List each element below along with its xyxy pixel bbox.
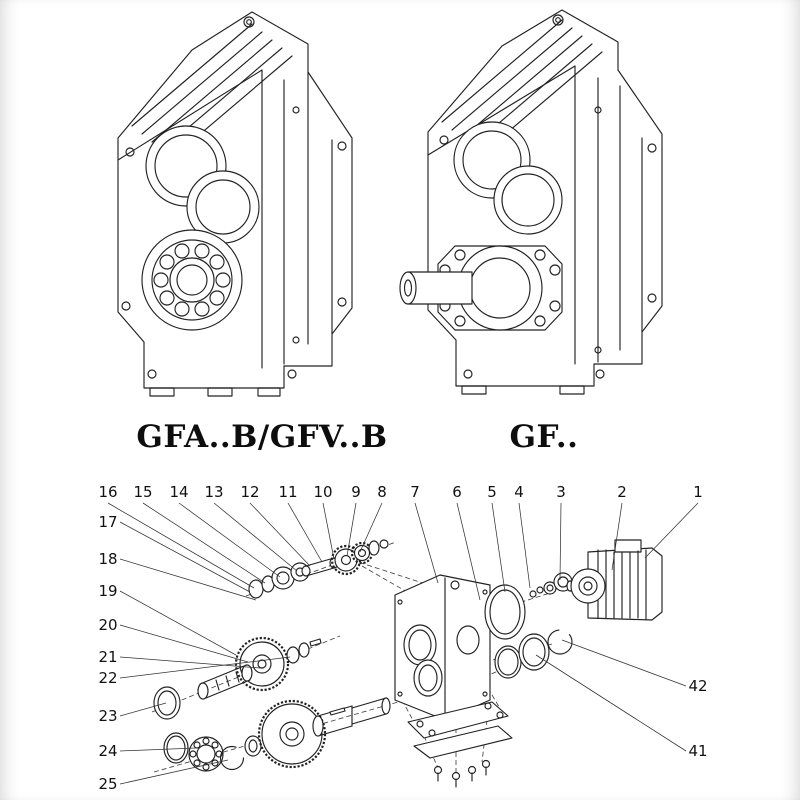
callout-5: 5 (487, 483, 497, 501)
bore-circles (453, 121, 563, 235)
callout-3: 3 (556, 483, 566, 501)
callout-leaders (107, 502, 699, 785)
callout-25: 25 (98, 775, 117, 793)
callout-20: 20 (98, 616, 117, 634)
model-label-gf: GF.. (510, 419, 579, 455)
callout-numbers-left: 17 18 19 20 21 22 23 24 25 (98, 513, 117, 793)
callout-42: 42 (688, 677, 707, 695)
callout-11: 11 (278, 483, 297, 501)
callout-1: 1 (693, 483, 703, 501)
callout-4: 4 (514, 483, 524, 501)
callout-8: 8 (377, 483, 387, 501)
callout-14: 14 (169, 483, 188, 501)
callout-12: 12 (240, 483, 259, 501)
bearing-boss (141, 229, 243, 331)
callout-41: 41 (688, 742, 707, 760)
callout-24: 24 (98, 742, 117, 760)
callout-numbers-top: 16 15 14 13 12 11 10 9 8 7 6 5 4 3 2 1 (98, 483, 702, 501)
callout-10: 10 (313, 483, 332, 501)
callout-7: 7 (410, 483, 420, 501)
callout-9: 9 (351, 483, 361, 501)
callout-15: 15 (133, 483, 152, 501)
callout-16: 16 (98, 483, 117, 501)
callout-21: 21 (98, 648, 117, 666)
callout-numbers-right: 42 41 (688, 677, 707, 760)
callout-22: 22 (98, 669, 117, 687)
intermediate-gear-parts (153, 636, 322, 720)
output-flange (399, 245, 563, 331)
model-label-gfab: GFA..B/GFV..B (136, 419, 387, 455)
motor (566, 539, 663, 621)
callout-2: 2 (617, 483, 627, 501)
callout-18: 18 (98, 550, 117, 568)
gear-housing (394, 574, 491, 721)
callout-13: 13 (204, 483, 223, 501)
bore-circles (145, 125, 260, 244)
callout-6: 6 (452, 483, 462, 501)
callout-17: 17 (98, 513, 117, 531)
motor-side-parts (484, 572, 573, 679)
gearbox-drawing-gfab (117, 11, 353, 397)
gearbox-drawing-gf (399, 9, 663, 395)
exploded-view: 16 15 14 13 12 11 10 9 8 7 6 5 4 3 2 1 1… (98, 483, 707, 793)
cover-plate-parts (407, 701, 513, 788)
callout-23: 23 (98, 707, 117, 725)
input-shaft-parts (248, 539, 389, 599)
callout-19: 19 (98, 582, 117, 600)
output-shaft-parts (163, 697, 391, 772)
